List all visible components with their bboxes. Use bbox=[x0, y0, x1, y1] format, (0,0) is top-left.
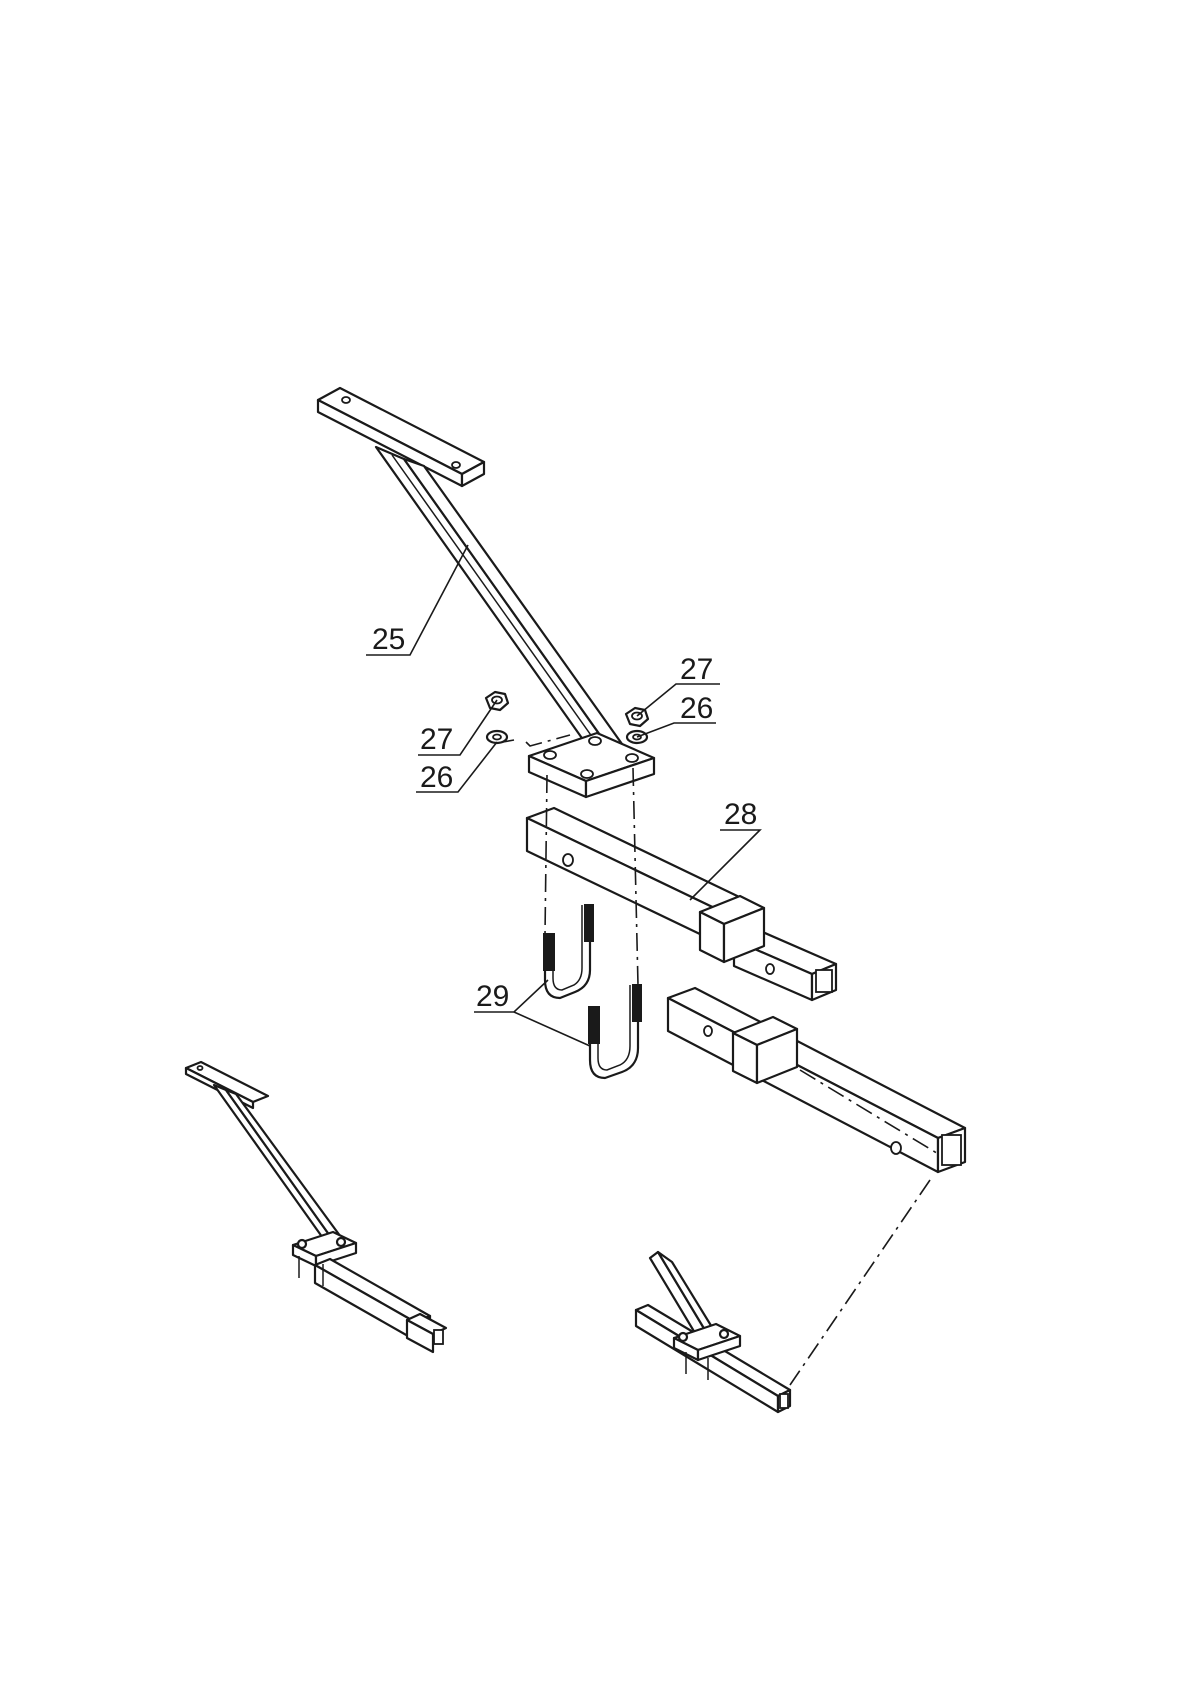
assembled-view-right bbox=[636, 1252, 790, 1412]
callout-26-left: 26 bbox=[420, 761, 453, 794]
callout-27-right: 27 bbox=[680, 653, 713, 686]
callout-27-left: 27 bbox=[420, 723, 453, 756]
assembled-view-left bbox=[186, 1062, 446, 1352]
callout-29: 29 bbox=[476, 980, 509, 1013]
u-bolt-upper-part-29 bbox=[543, 904, 594, 998]
support-arm-part-25 bbox=[318, 388, 654, 797]
callout-26-right: 26 bbox=[680, 692, 713, 725]
u-bolt-lower-part-29 bbox=[588, 984, 642, 1078]
callout-25: 25 bbox=[372, 623, 405, 656]
square-tube-lower bbox=[668, 988, 965, 1172]
callout-28: 28 bbox=[724, 798, 757, 831]
